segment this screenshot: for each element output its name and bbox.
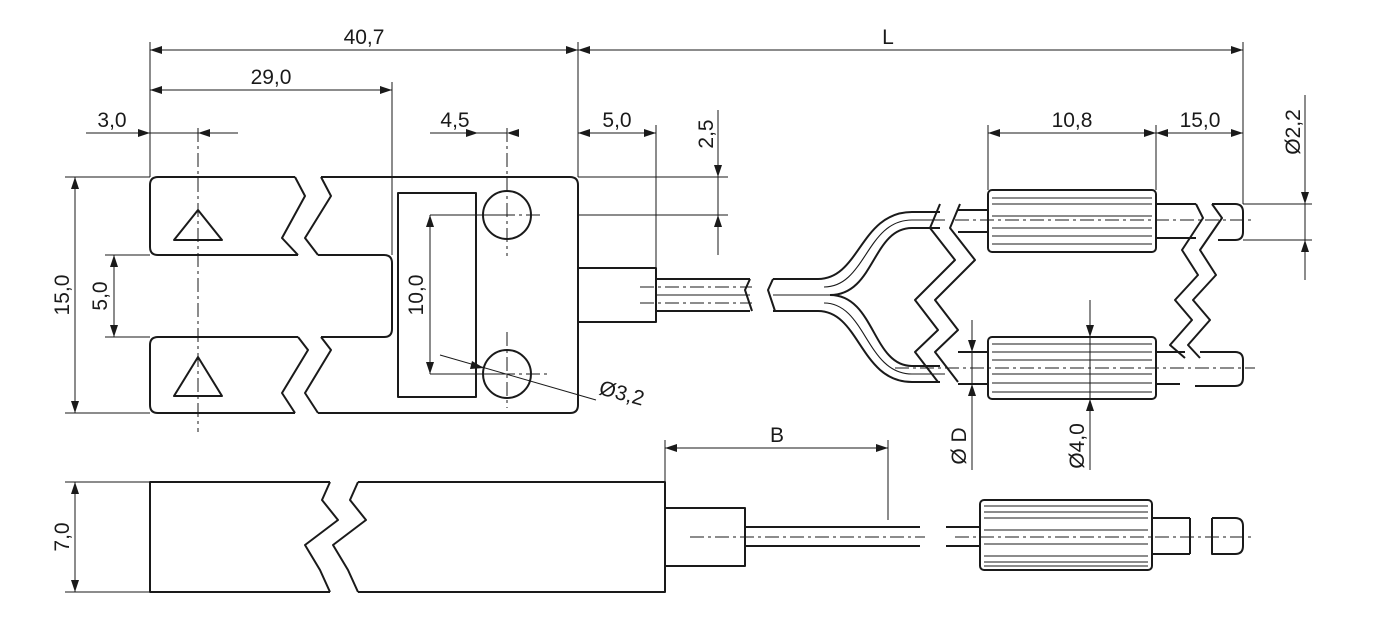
dim-slot-depth: 29,0 bbox=[251, 66, 292, 89]
dim-cable-exit: 5,0 bbox=[602, 109, 631, 132]
dim-fiber-diameter: Ø2,2 bbox=[1282, 109, 1305, 155]
dim-thickness: 7,0 bbox=[51, 522, 74, 551]
sensor-body-side-view bbox=[149, 481, 1255, 593]
dim-sleeve-diameter: Ø4,0 bbox=[1066, 423, 1089, 469]
dim-sleeve-length: 10,8 bbox=[1052, 109, 1093, 132]
dim-hole-diameter: Ø3,2 bbox=[597, 377, 647, 411]
dim-cable-length: L bbox=[882, 26, 894, 49]
sensor-body-front-view bbox=[149, 128, 657, 432]
dimension-lines bbox=[65, 42, 1312, 593]
dim-cable-diameter: Ø D bbox=[948, 427, 971, 464]
cable-front-view bbox=[640, 203, 976, 383]
dim-B: B bbox=[770, 424, 784, 447]
dimension-labels: 40,7 L 29,0 3,0 4,5 5,0 10,8 15,0 B Ø3,2… bbox=[51, 26, 1305, 552]
dim-led-offset: 3,0 bbox=[97, 109, 126, 132]
dim-overall-length: 40,7 bbox=[344, 26, 385, 49]
dim-hole-spacing: 2,5 bbox=[695, 119, 718, 148]
dim-height: 15,0 bbox=[51, 275, 74, 316]
dim-slot-width: 5,0 bbox=[89, 281, 112, 310]
dim-hole-offset: 4,5 bbox=[440, 109, 469, 132]
dim-fiber-tip: 15,0 bbox=[1180, 109, 1221, 132]
fiber-tips-front-view bbox=[895, 189, 1255, 400]
dim-hole-pitch: 10,0 bbox=[405, 275, 428, 316]
